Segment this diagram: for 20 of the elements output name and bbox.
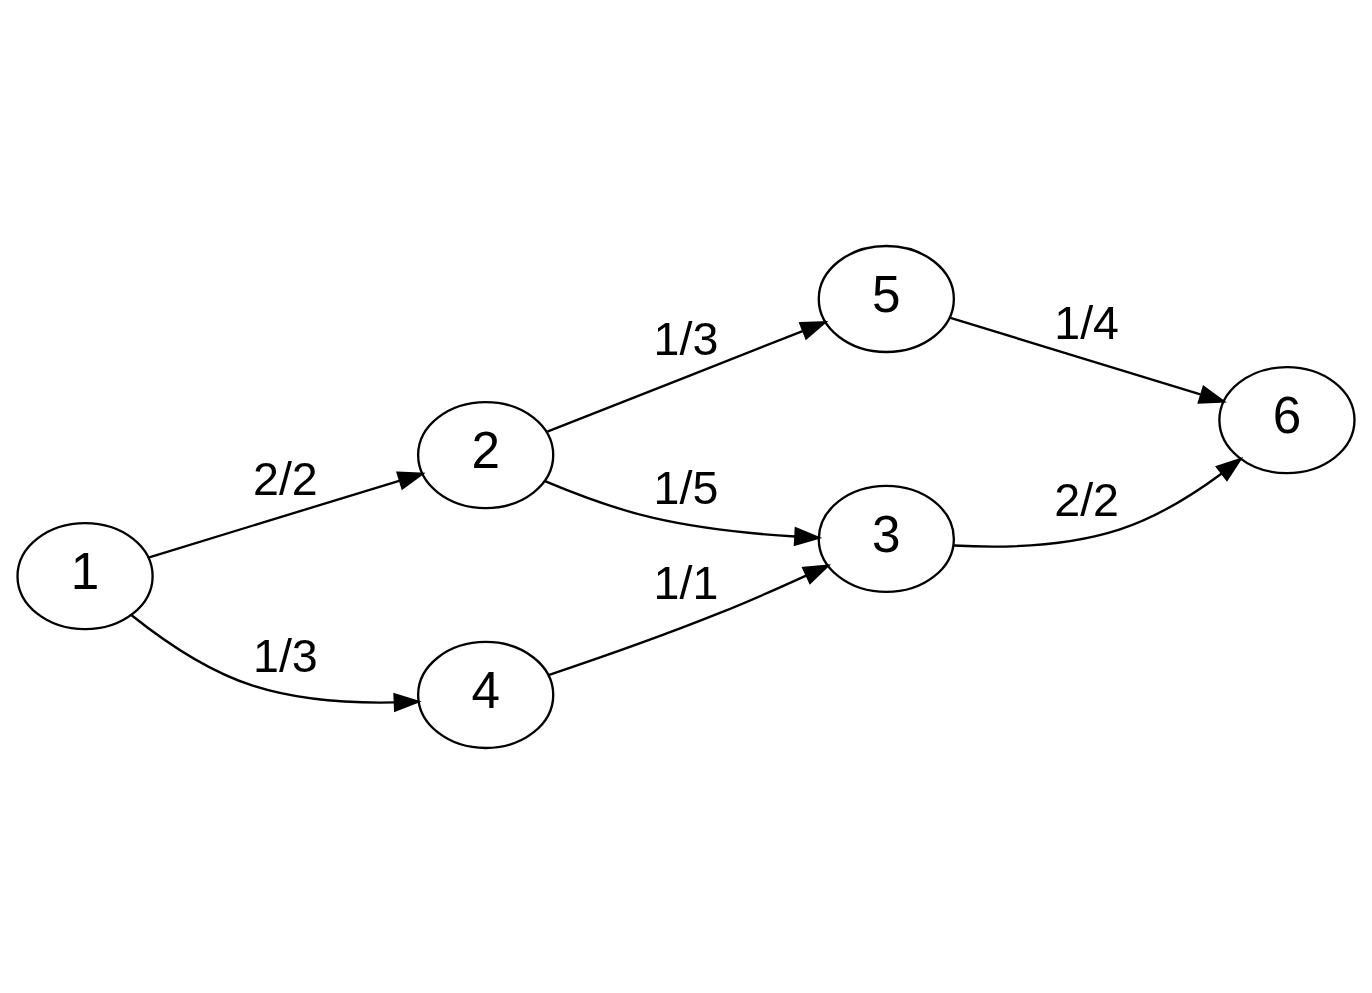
edge-label: 2/2 bbox=[253, 452, 318, 505]
node-ellipse: 3 bbox=[817, 484, 956, 593]
arrow bbox=[130, 613, 422, 712]
edge-label: 1/3 bbox=[253, 629, 318, 682]
edge-label: 1/5 bbox=[653, 461, 719, 514]
node-ellipse: 1 bbox=[16, 521, 154, 630]
edge-label: 1/3 bbox=[653, 312, 719, 365]
arrow bbox=[949, 316, 1227, 404]
node-ellipse: 5 bbox=[817, 244, 956, 353]
arrow bbox=[546, 320, 829, 433]
arrow bbox=[548, 563, 832, 676]
node-ellipse: 2 bbox=[416, 400, 555, 509]
edge-label: 2/2 bbox=[1054, 473, 1119, 526]
node-ellipse: 6 bbox=[1218, 365, 1356, 474]
arrow bbox=[544, 479, 823, 546]
edge-label: 1/1 bbox=[653, 556, 719, 609]
edge-label: 1/4 bbox=[1054, 296, 1119, 349]
arrow bbox=[148, 471, 426, 559]
arrow bbox=[953, 456, 1244, 548]
node-ellipse: 4 bbox=[416, 640, 555, 749]
